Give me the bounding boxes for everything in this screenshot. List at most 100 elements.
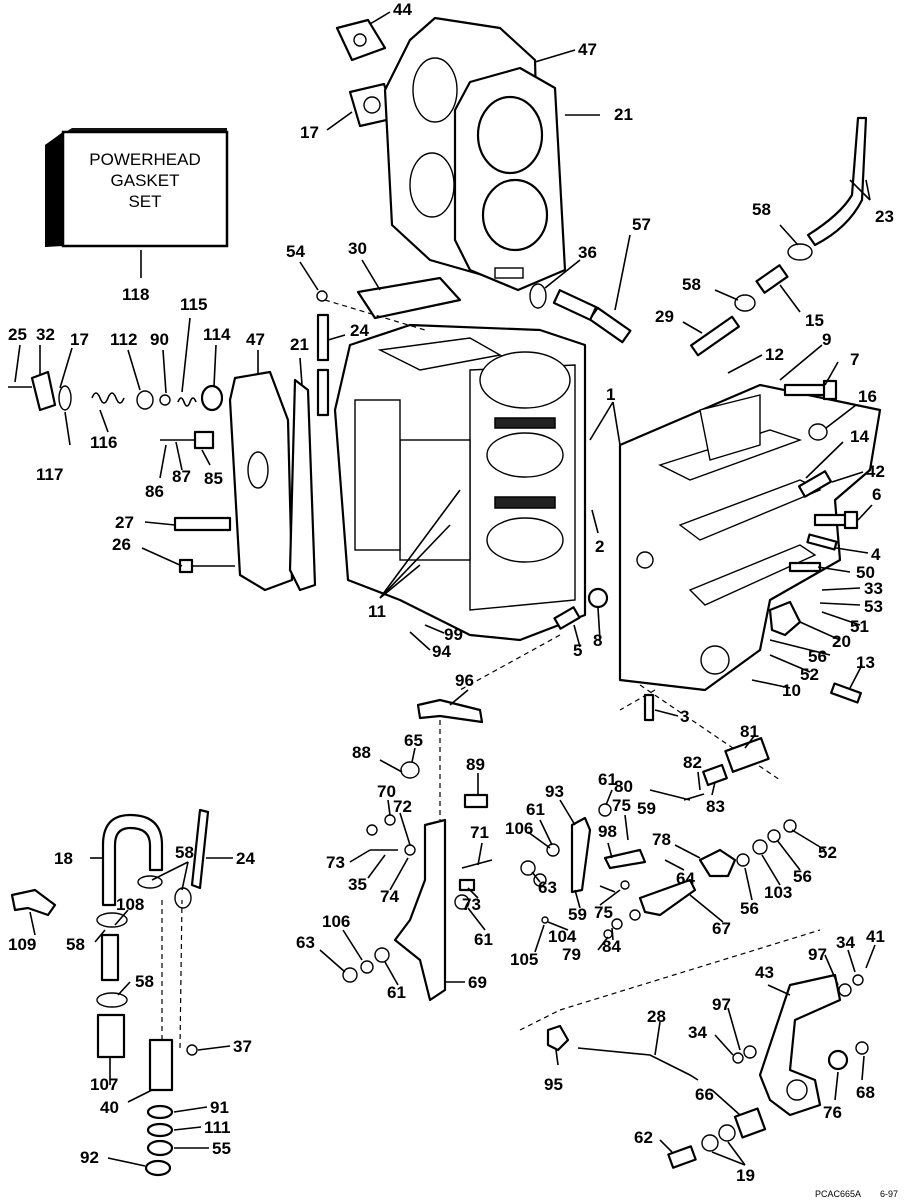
callout-82: 82 [683,753,702,772]
callout-19: 19 [736,1166,755,1185]
callout-52: 52 [800,665,819,684]
callout-91: 91 [210,1098,229,1117]
callout-labels: 44 47 21 17 23 58 57 36 30 54 118 58 15 … [8,0,894,1185]
gasket-box-line3: SET [128,192,161,211]
callout-6: 6 [872,485,881,504]
callout-40: 40 [100,1098,119,1117]
callout-109: 109 [8,935,36,954]
callout-24: 24 [236,849,255,868]
callout-107: 107 [90,1075,118,1094]
callout-117: 117 [36,465,63,484]
callout-75: 75 [594,903,613,922]
callout-59: 59 [637,799,656,818]
callout-61: 61 [598,770,617,789]
callout-53: 53 [864,597,883,616]
callout-71: 71 [470,823,489,842]
callout-73: 73 [326,853,345,872]
intake-manifold-group [529,116,882,722]
gasket-set-box: POWERHEAD GASKET SET [45,128,229,278]
callout-70: 70 [377,782,396,801]
callout-97: 97 [712,995,731,1014]
callout-43: 43 [755,963,774,982]
figure-code: PCAC665A 6-97 [815,1189,898,1199]
callout-47: 47 [246,330,265,349]
callout-16: 16 [858,387,877,406]
callout-73: 73 [462,895,481,914]
callout-17: 17 [70,330,89,349]
callout-78: 78 [652,830,671,849]
water-fittings-group [10,808,210,1177]
callout-8: 8 [593,631,602,650]
callout-37: 37 [233,1037,252,1056]
throttle-linkage [519,737,869,1169]
callout-64: 64 [676,869,695,888]
callout-61: 61 [526,800,545,819]
callout-86: 86 [145,482,164,501]
callout-41: 41 [866,927,885,946]
callout-28: 28 [647,1007,666,1026]
callout-63: 63 [538,878,557,897]
callout-58: 58 [66,935,85,954]
callout-74: 74 [380,887,399,906]
callout-26: 26 [112,535,131,554]
callout-54: 54 [286,242,305,261]
callout-34: 34 [688,1023,707,1042]
cylinder-head-group [335,16,567,292]
callout-35: 35 [348,875,367,894]
callout-98: 98 [598,822,617,841]
callout-1: 1 [606,385,615,404]
callout-55: 55 [212,1139,231,1158]
callout-69: 69 [468,973,487,992]
callout-62: 62 [634,1128,653,1147]
callout-17: 17 [300,123,319,142]
callout-14: 14 [850,427,869,446]
callout-115: 115 [180,295,207,314]
callout-68: 68 [856,1083,875,1102]
callout-42: 42 [866,462,885,481]
callout-33: 33 [864,579,883,598]
callout-94: 94 [432,642,451,661]
callout-79: 79 [562,945,581,964]
callout-111: 111 [204,1118,231,1137]
callout-52: 52 [818,843,837,862]
linkage-center [342,587,781,1002]
callout-58: 58 [752,200,771,219]
callout-112: 112 [110,330,137,349]
callout-65: 65 [404,731,423,750]
leader-lines [14,11,876,1167]
callout-7: 7 [850,350,859,369]
callout-114: 114 [203,325,231,344]
callout-32: 32 [36,325,55,344]
callout-4: 4 [871,545,881,564]
callout-108: 108 [116,895,144,914]
callout-23: 23 [875,207,894,226]
gasket-box-line1: POWERHEAD [89,150,200,169]
callout-44: 44 [393,0,412,19]
callout-58: 58 [135,972,154,991]
callout-63: 63 [296,933,315,952]
callout-58: 58 [682,275,701,294]
callout-11: 11 [368,602,386,621]
callout-118: 118 [122,285,149,304]
callout-93: 93 [545,782,564,801]
callout-87: 87 [172,467,191,486]
callout-116: 116 [90,433,117,452]
callout-51: 51 [850,617,869,636]
callout-76: 76 [823,1103,842,1122]
figure-code-text: PCAC665A [815,1189,861,1199]
callout-89: 89 [466,755,485,774]
callout-81: 81 [740,722,759,741]
callout-61: 61 [387,983,406,1002]
callout-56: 56 [793,867,812,886]
callout-83: 83 [706,797,725,816]
callout-106: 106 [322,912,350,931]
callout-56: 56 [740,899,759,918]
callout-21: 21 [290,335,309,354]
callout-106: 106 [505,819,533,838]
figure-date-text: 6-97 [880,1189,898,1199]
callout-34: 34 [836,933,855,952]
callout-58: 58 [175,843,194,862]
callout-85: 85 [204,469,223,488]
callout-97: 97 [808,945,827,964]
